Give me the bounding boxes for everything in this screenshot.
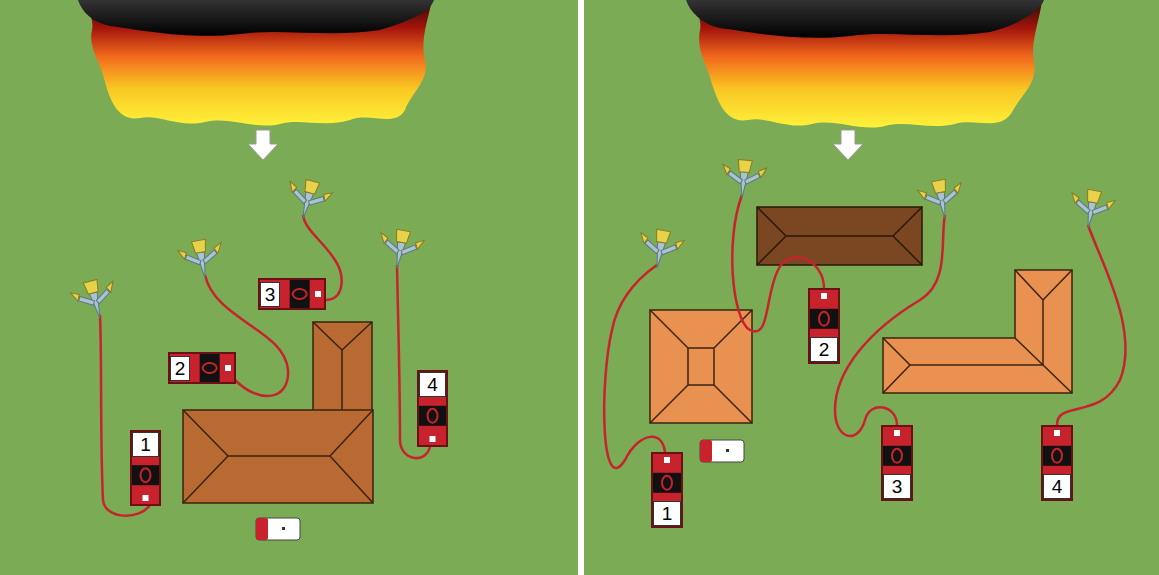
spread-arrow xyxy=(248,130,278,160)
smoke xyxy=(686,0,1044,38)
ground-left xyxy=(0,0,578,575)
engine-number: 1 xyxy=(653,501,681,526)
house xyxy=(883,270,1072,393)
command-vehicle xyxy=(256,518,300,540)
divider xyxy=(578,0,584,575)
fire-engine: 1 xyxy=(651,452,683,528)
engine-number: 3 xyxy=(260,282,280,307)
fire-engine: 2 xyxy=(168,352,236,384)
engine-number: 2 xyxy=(810,337,838,362)
engine-number: 4 xyxy=(419,372,446,397)
engine-number: 1 xyxy=(132,432,159,457)
command-vehicle xyxy=(700,440,744,462)
fire-engine: 4 xyxy=(417,370,448,447)
nozzle xyxy=(69,158,1116,323)
fire-engine: 3 xyxy=(258,278,326,310)
fire-engine: 2 xyxy=(808,288,840,364)
hose-lines xyxy=(100,195,1126,516)
fire-engine: 1 xyxy=(130,430,161,506)
house xyxy=(757,207,922,265)
ground-right xyxy=(584,0,1159,575)
engine-number: 2 xyxy=(170,356,190,381)
fire-engine: 4 xyxy=(1041,425,1073,501)
house xyxy=(650,310,752,423)
engine-number: 4 xyxy=(1043,474,1071,499)
engine-number: 3 xyxy=(883,474,911,499)
smoke xyxy=(78,0,434,36)
spread-arrow xyxy=(833,130,863,160)
fire-engine: 3 xyxy=(881,425,913,501)
